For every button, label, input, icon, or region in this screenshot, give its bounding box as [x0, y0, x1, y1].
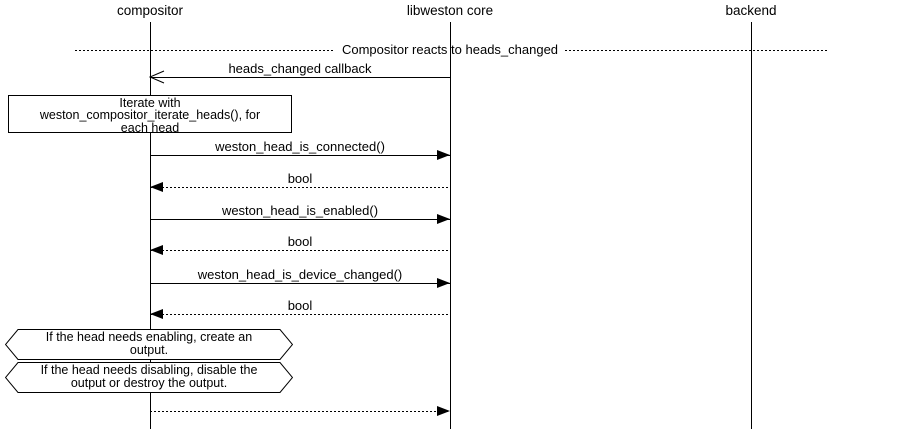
participant-compositor: compositor [116, 3, 184, 18]
lifeline-compositor [150, 22, 151, 429]
message-line-bool-device-changed [150, 314, 450, 315]
message-label-head-is-connected: weston_head_is_connected() [215, 139, 385, 154]
open-arrowhead-left-icon [148, 70, 165, 89]
condition-line: If the head needs enabling, create an [45, 330, 253, 344]
participant-backend: backend [725, 3, 777, 18]
note-line: Iterate with [119, 96, 181, 110]
lifeline-backend [751, 22, 752, 429]
condition-line: output. [129, 343, 169, 357]
message-label-bool-connected: bool [287, 171, 313, 186]
message-line-heads-changed-callback [150, 77, 450, 78]
message-line-head-is-enabled [150, 219, 450, 220]
condition-enable-output: If the head needs enabling, create an ou… [5, 329, 293, 360]
message-line-head-is-device-changed [150, 283, 450, 284]
diagram-title: Compositor reacts to heads_changed [341, 42, 559, 57]
message-line-completion [150, 411, 450, 412]
title-rule-right [565, 50, 827, 51]
message-line-bool-connected [150, 187, 450, 188]
note-line: each head [120, 120, 180, 135]
message-label-bool-device-changed: bool [287, 298, 313, 313]
participant-libweston-core: libweston core [406, 3, 494, 18]
message-label-head-is-device-changed: weston_head_is_device_changed() [197, 267, 403, 282]
note-iterate-heads: Iterate with weston_compositor_iterate_h… [8, 95, 292, 135]
condition-line: If the head needs disabling, disable the [40, 363, 258, 377]
message-label-head-is-enabled: weston_head_is_enabled() [221, 203, 379, 218]
title-rule-left [75, 50, 335, 51]
condition-disable-output: If the head needs disabling, disable the… [5, 362, 293, 393]
message-label-heads-changed-callback: heads_changed callback [228, 61, 372, 76]
condition-line: output or destroy the output. [70, 376, 228, 390]
message-line-bool-enabled [150, 250, 450, 251]
message-line-head-is-connected [150, 155, 450, 156]
note-line: weston_compositor_iterate_heads(), for [39, 108, 261, 123]
lifeline-libweston-core [450, 22, 451, 429]
message-label-bool-enabled: bool [287, 234, 313, 249]
